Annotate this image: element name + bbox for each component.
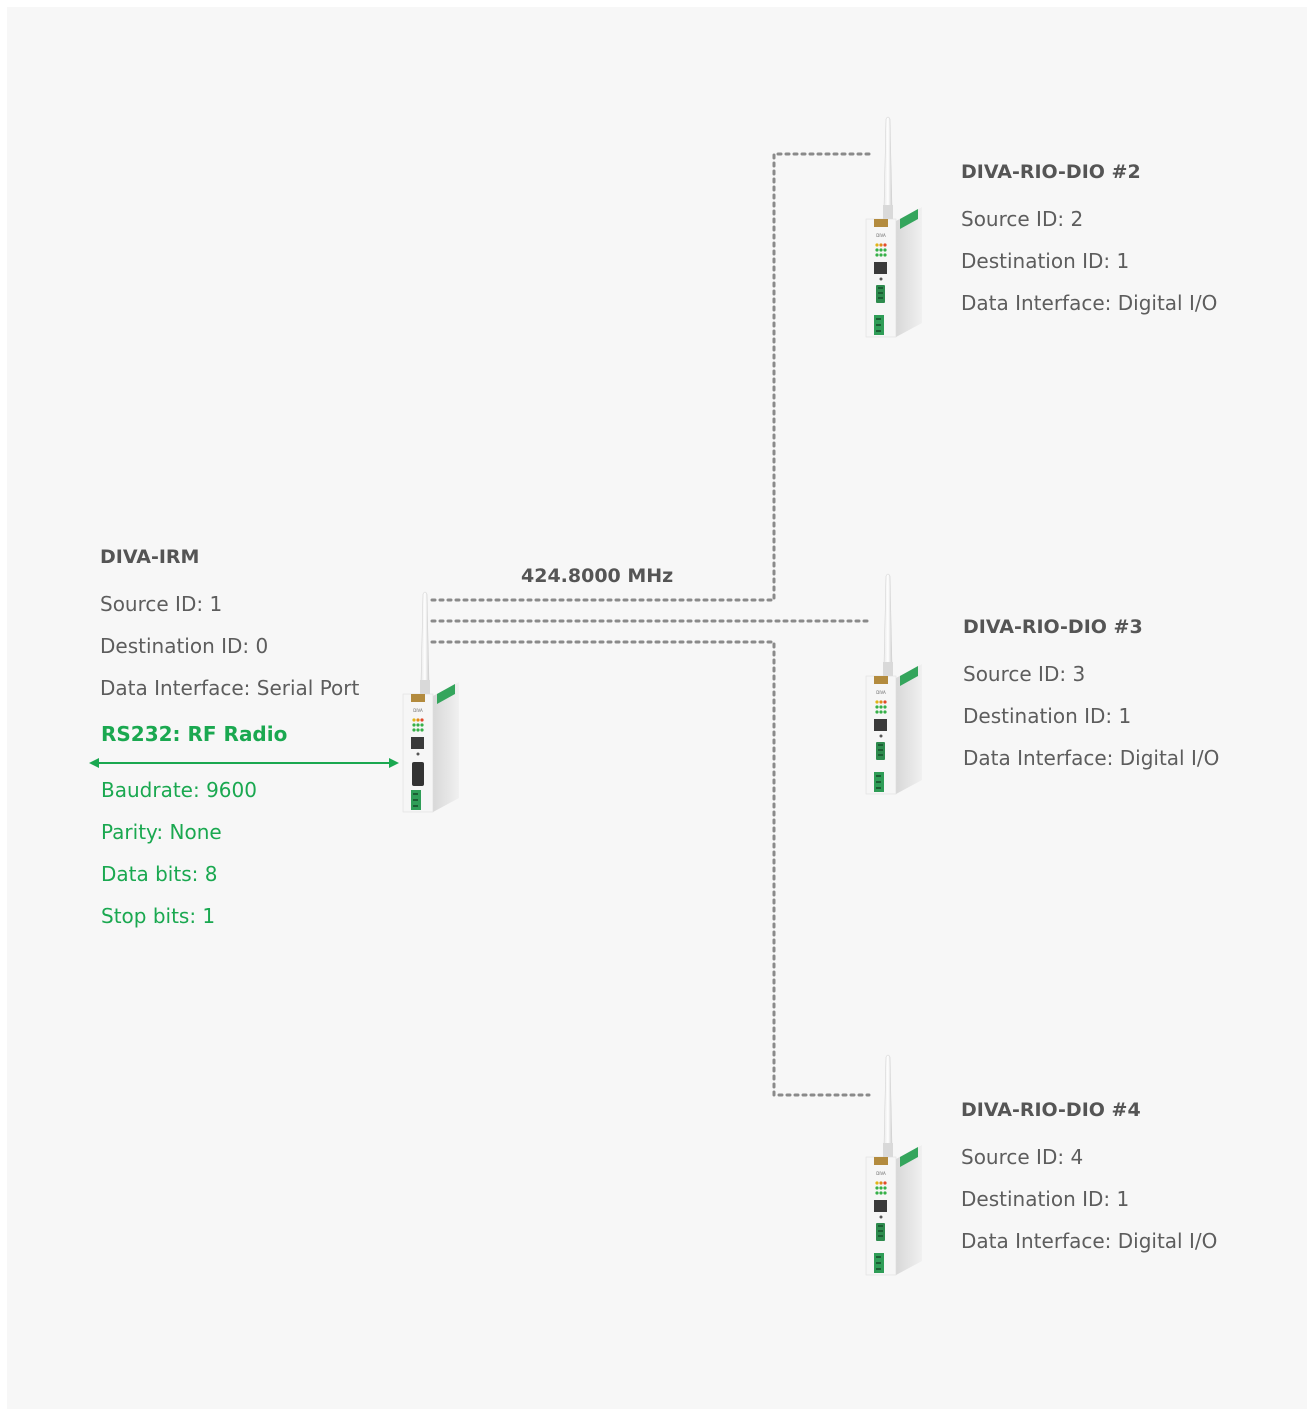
svg-text:DIVA: DIVA — [876, 1171, 886, 1176]
master-source-id: Source ID: 1 — [100, 592, 223, 616]
node-4-data-interface: Data Interface: Digital I/O — [961, 1229, 1218, 1253]
radio-links — [89, 152, 871, 1097]
node-2-title: DIVA-RIO-DIO #2 — [961, 161, 1141, 183]
node-2-source-id: Source ID: 2 — [961, 207, 1084, 231]
master-info: DIVA-IRM Source ID: 1 Destination ID: 0 … — [100, 541, 359, 709]
node-4-device: DIVA — [860, 1053, 930, 1287]
serial-port-icon — [412, 762, 424, 786]
ethernet-port-icon — [874, 262, 887, 274]
node-3-destination-id: Destination ID: 1 — [963, 704, 1132, 728]
master-device: DIVA — [397, 590, 467, 824]
ethernet-port-icon — [874, 1200, 887, 1212]
node-4-destination-id: Destination ID: 1 — [961, 1187, 1130, 1211]
terminal-block-icon — [900, 209, 918, 229]
node-2-destination-id: Destination ID: 1 — [961, 249, 1130, 273]
status-leds-icon — [875, 1181, 887, 1195]
terminal-block-icon — [900, 1147, 918, 1167]
terminal-block-icon — [437, 684, 455, 704]
ethernet-port-icon — [874, 719, 887, 731]
node-2-info: DIVA-RIO-DIO #2 Source ID: 2 Destination… — [961, 156, 1217, 324]
antenna-icon — [883, 573, 893, 665]
master-title: DIVA-IRM — [100, 546, 200, 568]
master-destination-id: Destination ID: 0 — [100, 634, 269, 658]
antenna-icon — [420, 591, 430, 683]
node-4-info: DIVA-RIO-DIO #4 Source ID: 4 Destination… — [961, 1094, 1217, 1262]
node-3-device: DIVA — [860, 572, 930, 806]
frequency-label: 424.8000 MHz — [521, 565, 674, 587]
serial-baudrate: Baudrate: 9600 — [101, 778, 257, 802]
serial-arrow — [89, 758, 399, 768]
node-4-source-id: Source ID: 4 — [961, 1145, 1084, 1169]
antenna-icon — [883, 116, 893, 208]
status-leds-icon — [875, 700, 887, 714]
serial-settings: Baudrate: 9600 Parity: None Data bits: 8… — [101, 769, 257, 937]
node-2-device: DIVA — [860, 115, 930, 349]
serial-info: RS232: RF Radio — [101, 718, 287, 750]
node-3-data-interface: Data Interface: Digital I/O — [963, 746, 1220, 770]
terminal-block-icon — [900, 666, 918, 686]
serial-parity: Parity: None — [101, 820, 222, 844]
master-data-interface: Data Interface: Serial Port — [100, 676, 360, 700]
status-leds-icon — [412, 718, 424, 732]
serial-databits: Data bits: 8 — [101, 862, 218, 886]
status-leds-icon — [875, 243, 887, 257]
node-3-title: DIVA-RIO-DIO #3 — [963, 616, 1143, 638]
svg-text:DIVA: DIVA — [876, 690, 886, 695]
node-4-title: DIVA-RIO-DIO #4 — [961, 1099, 1141, 1121]
antenna-icon — [883, 1054, 893, 1146]
node-3-info: DIVA-RIO-DIO #3 Source ID: 3 Destination… — [963, 611, 1219, 779]
link-to-node-4 — [430, 640, 871, 1097]
svg-text:DIVA: DIVA — [413, 708, 423, 713]
node-3-source-id: Source ID: 3 — [963, 662, 1086, 686]
ethernet-port-icon — [411, 737, 424, 749]
diagram-canvas: 424.8000 MHz DIVA-IRM Source ID: 1 Desti… — [7, 7, 1307, 1409]
node-2-data-interface: Data Interface: Digital I/O — [961, 291, 1218, 315]
svg-text:DIVA: DIVA — [876, 233, 886, 238]
link-to-node-2 — [430, 152, 871, 602]
serial-title: RS232: RF Radio — [101, 722, 288, 746]
serial-stopbits: Stop bits: 1 — [101, 904, 216, 928]
